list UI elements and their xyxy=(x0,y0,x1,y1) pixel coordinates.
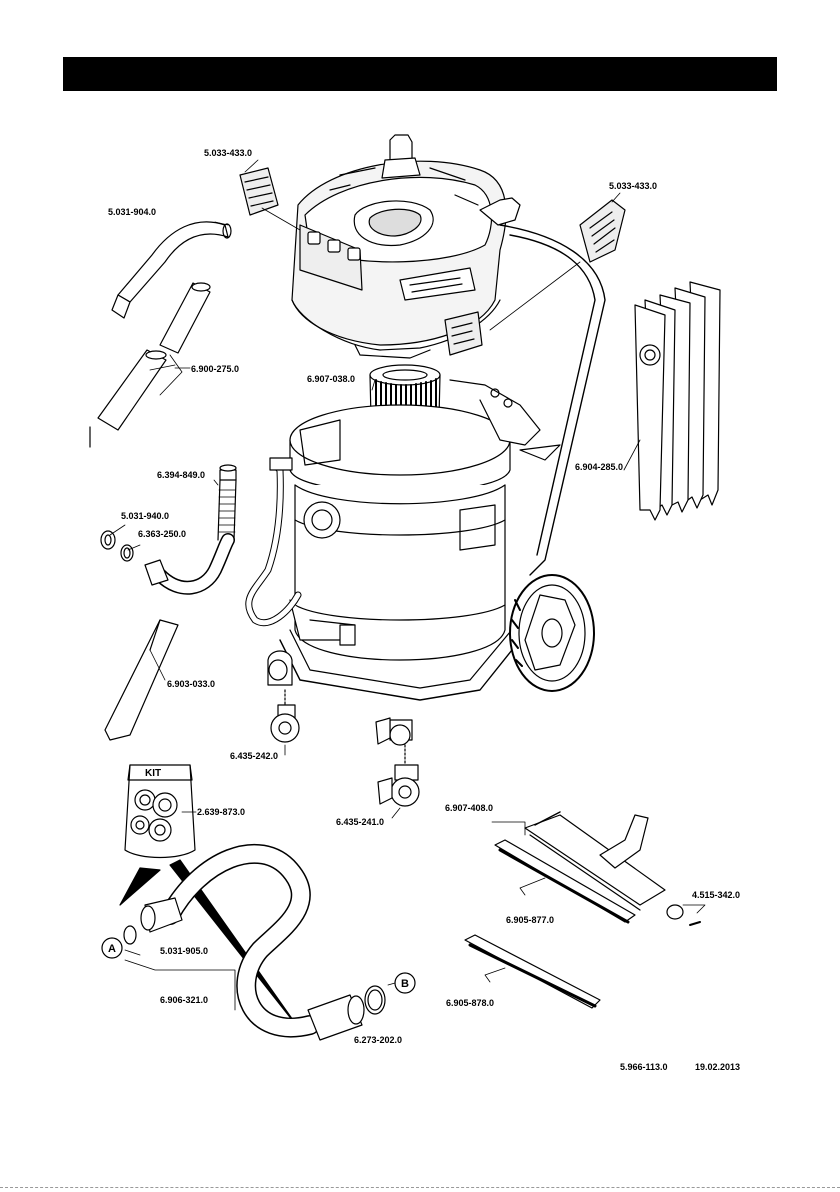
castor-rear xyxy=(376,718,419,806)
callout-a: A xyxy=(108,943,116,955)
filter-cover-left xyxy=(240,160,300,230)
label-elbow: 5.031-904.0 xyxy=(108,207,156,217)
castor-front xyxy=(268,651,299,742)
elbow-tube xyxy=(112,222,231,318)
hose-adapter-ring xyxy=(124,926,136,944)
extension-tube-lower xyxy=(98,350,175,430)
nozzle-roller xyxy=(667,905,705,925)
o-ring xyxy=(365,986,385,1014)
small-suction-hose xyxy=(218,465,236,540)
label-filter-cover-right: 5.033-433.0 xyxy=(609,181,657,191)
label-cartridge-filter: 6.907-038.0 xyxy=(307,374,355,384)
label-connection-sleeve: 6.363-250.0 xyxy=(138,529,186,539)
vacuum-tank xyxy=(290,380,540,660)
tank-hose xyxy=(249,458,298,623)
footer-date: 19.02.2013 xyxy=(695,1062,740,1072)
label-adapter-kit: 2.639-873.0 xyxy=(197,807,245,817)
label-suction-hose-small: 6.394-849.0 xyxy=(157,470,205,480)
label-castor-rear: 6.435-241.0 xyxy=(336,817,384,827)
kit-pointer-a xyxy=(120,868,160,905)
nozzle-leader xyxy=(492,822,525,835)
page-edge-rule xyxy=(0,1187,840,1188)
kit-label: KIT xyxy=(145,768,161,779)
label-adapter-ring: 5.031-940.0 xyxy=(121,511,169,521)
label-crevice-nozzle: 6.903-033.0 xyxy=(167,679,215,689)
label-floor-nozzle: 6.907-408.0 xyxy=(445,803,493,813)
filter-bags xyxy=(635,282,720,520)
extension-tube-upper xyxy=(160,283,210,353)
adapter-ring xyxy=(101,531,133,561)
label-rubber-strip: 6.905-878.0 xyxy=(446,998,494,1008)
label-extension-tubes: 6.900-275.0 xyxy=(191,364,239,374)
vacuum-head xyxy=(292,135,520,358)
label-hose-adapter: 5.031-905.0 xyxy=(160,946,208,956)
label-suction-hose: 6.906-321.0 xyxy=(160,995,208,1005)
flex-hose-small xyxy=(145,540,228,588)
label-filter-cover-left: 5.033-433.0 xyxy=(204,148,252,158)
footer-doc-number: 5.966-113.0 xyxy=(620,1062,668,1072)
label-brush-strip: 6.905-877.0 xyxy=(506,915,554,925)
callout-b: B xyxy=(401,978,409,990)
push-handle xyxy=(500,225,605,575)
label-castor-front: 6.435-242.0 xyxy=(230,751,278,761)
rear-wheel xyxy=(510,575,594,691)
label-filter-bag: 6.904-285.0 xyxy=(575,462,623,472)
label-o-ring: 6.273-202.0 xyxy=(354,1035,402,1045)
label-nozzle-roller: 4.515-342.0 xyxy=(692,890,740,900)
